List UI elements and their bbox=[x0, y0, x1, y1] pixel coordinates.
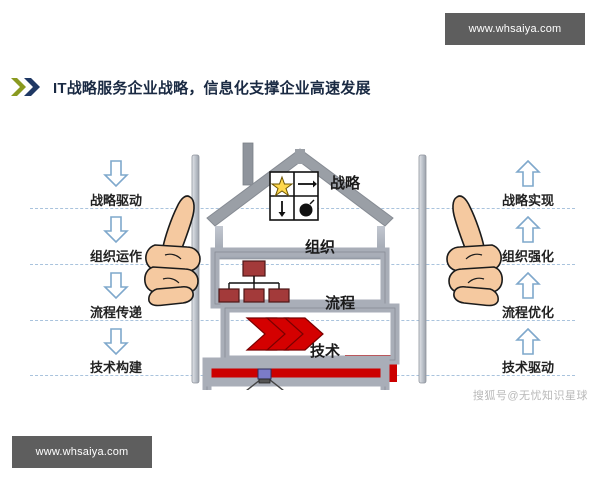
strategy-quadrant-icon bbox=[269, 171, 319, 221]
down-arrow-icon-organization bbox=[103, 216, 129, 244]
attic-right-wall bbox=[377, 226, 385, 258]
floor-label-technology: 技术 bbox=[310, 343, 341, 360]
floor-label-process: 流程 bbox=[325, 295, 356, 312]
right-label-strategy: 战略实现 bbox=[501, 193, 554, 208]
thumbs-up-hand-icon-right bbox=[446, 195, 503, 307]
left-label-process: 流程传递 bbox=[89, 305, 142, 320]
house-framework-graphic bbox=[191, 142, 427, 390]
page-title-row: IT战略服务企业战略，信息化支撑企业高速发展 bbox=[10, 76, 371, 98]
watermark-faint: 搜狐号@无忧知识星球 bbox=[472, 390, 588, 402]
floor-label-strategy: 战略 bbox=[330, 175, 361, 192]
up-arrow-icon-organization bbox=[515, 216, 541, 243]
floor-label-organization: 组织 bbox=[305, 239, 336, 256]
thumbs-up-hand-icon-left bbox=[144, 195, 201, 307]
up-arrow-icon-process bbox=[515, 272, 541, 299]
right-label-technology: 技术驱动 bbox=[501, 360, 554, 375]
org-chart-icon bbox=[218, 260, 290, 303]
floor-box-organization bbox=[210, 247, 390, 309]
network-nodes-icon bbox=[246, 368, 284, 390]
watermark-bottom-left: www.whsaiya.com bbox=[12, 436, 152, 468]
double-chevron-icon bbox=[11, 78, 40, 96]
left-label-organization: 组织运作 bbox=[89, 249, 142, 264]
down-arrow-icon-process bbox=[103, 272, 129, 300]
watermark-top-right: www.whsaiya.com bbox=[445, 13, 585, 45]
watermark-bottom-left-text: www.whsaiya.com bbox=[35, 446, 129, 458]
tech-floor-frame bbox=[202, 357, 390, 387]
up-arrow-icon-strategy bbox=[515, 160, 541, 187]
separator-line-2 bbox=[30, 264, 575, 265]
watermark-top-right-text: www.whsaiya.com bbox=[468, 23, 562, 35]
chimney-icon bbox=[242, 142, 254, 186]
process-chevrons-icon bbox=[245, 317, 324, 351]
page-title: IT战略服务企业战略，信息化支撑企业高速发展 bbox=[53, 79, 371, 97]
attic-left-wall bbox=[215, 226, 223, 258]
right-label-organization: 组织强化 bbox=[501, 249, 554, 264]
down-arrow-icon-strategy bbox=[103, 160, 129, 188]
left-label-strategy: 战略驱动 bbox=[89, 193, 142, 208]
left-label-technology: 技术构建 bbox=[89, 360, 142, 375]
up-arrow-icon-technology bbox=[515, 328, 541, 355]
down-arrow-icon-technology bbox=[103, 328, 129, 356]
right-outer-pillar bbox=[418, 154, 427, 384]
right-label-process: 流程优化 bbox=[501, 305, 554, 320]
